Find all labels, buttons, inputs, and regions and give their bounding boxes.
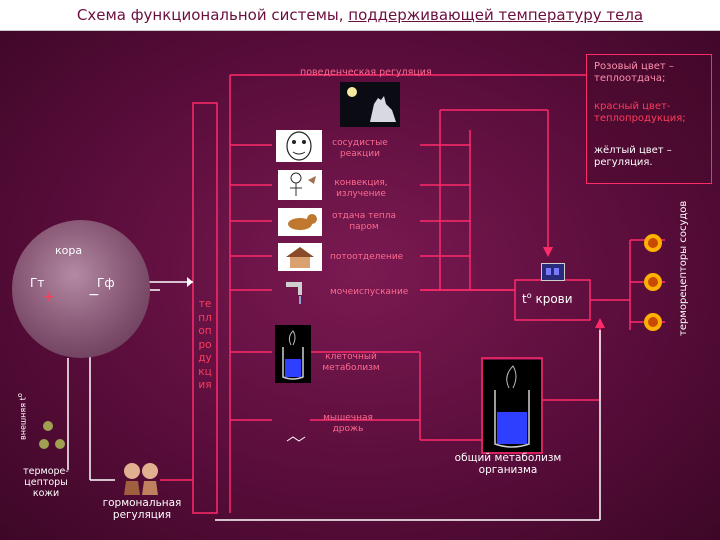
- hormonal-label: гормональная регуляция: [102, 497, 182, 521]
- vessel-receptor-2-icon: [642, 271, 664, 293]
- blood-deg: о: [526, 291, 532, 300]
- heat-production-column: [192, 102, 218, 514]
- sweat-house-icon: [278, 243, 322, 271]
- kissing-couple-icon: [118, 455, 164, 495]
- brain-cortex: [12, 220, 150, 358]
- blood-text: крови: [535, 292, 573, 306]
- vessel-receptor-1-icon: [642, 232, 664, 254]
- external-t: внешняя t: [18, 397, 28, 440]
- shivering-label: мышечная дрожь: [323, 413, 373, 434]
- beaker-small-icon: [275, 325, 311, 383]
- behavioral-label: поведенческая регуляция: [300, 67, 432, 78]
- plus-sign: +: [43, 289, 55, 305]
- external-deg: о: [16, 393, 24, 398]
- blood-t: t: [522, 292, 527, 306]
- person-fan-icon: [278, 170, 322, 200]
- convection-label: конвекция, излучение: [334, 178, 388, 199]
- wolf-moon-icon: [340, 82, 400, 127]
- dog-icon: [278, 208, 322, 236]
- legend-red: красный цвет- теплопродукция;: [594, 101, 686, 124]
- blood-sensor-icon: [541, 263, 565, 281]
- heat-production-label: теплопродукция: [198, 298, 212, 391]
- hypothalamus-gf: Гф: [97, 276, 115, 290]
- shiver-icon: [285, 432, 307, 446]
- mask-face-icon: [276, 130, 322, 162]
- skin-receptors-label: терморе-цепторы кожи: [23, 466, 69, 499]
- skin-receptors-icon: [38, 420, 74, 454]
- metabolism-label: общий метаболизм организма: [454, 452, 562, 476]
- title-underlined: поддерживающей температуру тела: [348, 6, 644, 24]
- vessel-receptor-3-icon: [642, 311, 664, 333]
- cortex-label: кора: [55, 244, 83, 257]
- vessel-receptors-label: терморецепторы сосудов: [678, 200, 689, 336]
- faucet-icon: [280, 276, 310, 306]
- minus-sign: −: [88, 287, 100, 303]
- legend-pink: Розовый цвет – теплоотдача;: [594, 61, 674, 84]
- evaporation-label: отдача тепла паром: [331, 211, 397, 232]
- hypothalamus-gt: Гт: [30, 276, 45, 290]
- cell-metabolism-label: клеточный метаболизм: [322, 352, 380, 373]
- vascular-label: сосудистые реакции: [332, 138, 388, 159]
- external-temp-label: внешняя tо: [16, 393, 28, 440]
- title-prefix: Схема функциональной системы,: [76, 6, 344, 24]
- legend-box: Розовый цвет – теплоотдача; красный цвет…: [586, 54, 712, 184]
- sweating-label: потоотделение: [330, 252, 404, 262]
- title-bar: Схема функциональной системы, поддержива…: [0, 0, 720, 31]
- beaker-large-icon: [483, 360, 541, 452]
- urination-label: мочеиспускание: [330, 287, 409, 297]
- blood-temp-label: tо крови: [522, 291, 573, 306]
- page-title: Схема функциональной системы, поддержива…: [0, 6, 720, 24]
- legend-yellow: жёлтый цвет – регуляция.: [594, 145, 672, 168]
